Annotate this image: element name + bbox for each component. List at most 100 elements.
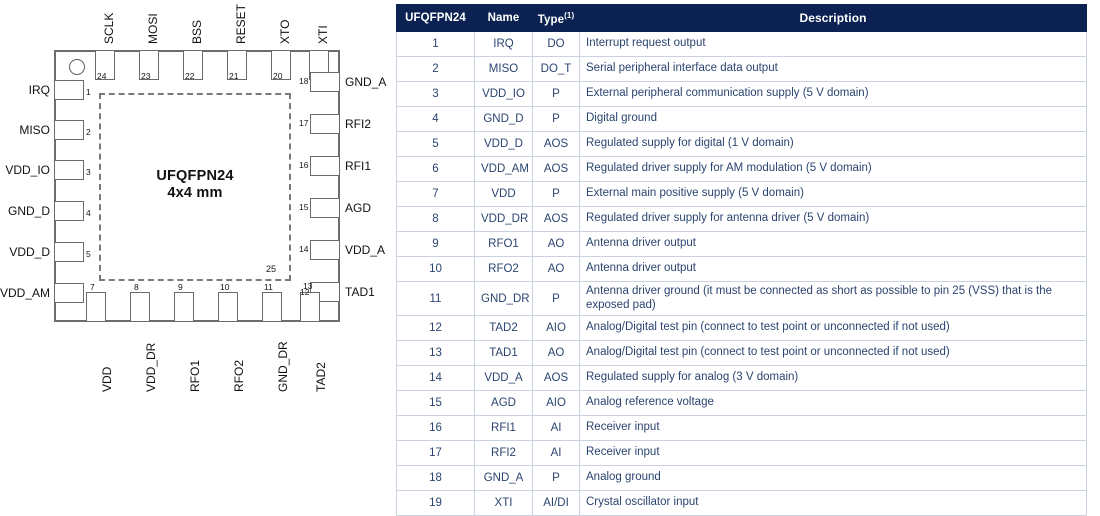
cell-name: VDD_D — [474, 131, 533, 157]
cell-description: Regulated supply for digital (1 V domain… — [579, 131, 1087, 157]
cell-pin: 16 — [396, 415, 475, 441]
chip-pin-label-18: GND_A — [345, 75, 387, 89]
cell-name: VDD — [474, 181, 533, 207]
chip-pin-number-2: 2 — [86, 127, 91, 137]
cell-type: AOS — [532, 156, 580, 182]
chip-pin-label-2: MISO — [19, 123, 50, 137]
column-header-name: Name — [474, 4, 533, 32]
chip-pin-number-16: 16 — [299, 160, 309, 170]
chip-pin-number-17: 17 — [299, 118, 309, 128]
cell-pin: 3 — [396, 81, 475, 107]
cell-name: AGD — [474, 390, 533, 416]
cell-type: AOS — [532, 131, 580, 157]
exposed-pad-dashed-outline — [99, 93, 291, 281]
cell-name: VDD_AM — [474, 156, 533, 182]
cell-type: P — [532, 81, 580, 107]
chip-pin-5 — [54, 242, 84, 262]
chip-pin-label-4: GND_D — [7, 204, 50, 218]
chip-pin-number-21: 21 — [229, 71, 239, 81]
cell-type: P — [532, 465, 580, 491]
chip-pin-number-10: 10 — [220, 282, 230, 292]
cell-pin: 13 — [396, 340, 475, 366]
cell-description: Antenna driver output — [579, 231, 1087, 257]
pin1-orientation-dot-icon — [69, 59, 85, 75]
cell-description: Receiver input — [579, 415, 1087, 441]
exposed-pad-number: 25 — [266, 264, 277, 274]
cell-name: TAD2 — [474, 315, 533, 341]
cell-description: Digital ground — [579, 106, 1087, 132]
cell-type: AOS — [532, 365, 580, 391]
cell-name: VDD_A — [474, 365, 533, 391]
chip-pin-16 — [310, 156, 340, 176]
chip-pin-17 — [310, 114, 340, 134]
chip-pin-label-24: SCLK — [102, 12, 116, 44]
cell-name: VDD_IO — [474, 81, 533, 107]
chip-pin-2 — [54, 120, 84, 140]
cell-description: Regulated driver supply for AM modulatio… — [579, 156, 1087, 182]
cell-pin: 4 — [396, 106, 475, 132]
cell-description: Regulated supply for analog (3 V domain) — [579, 365, 1087, 391]
cell-name: IRQ — [474, 31, 533, 57]
cell-type: AI — [532, 415, 580, 441]
cell-pin: 12 — [396, 315, 475, 341]
cell-description: External peripheral communication supply… — [579, 81, 1087, 107]
chip-pin-label-21: RESET — [234, 3, 248, 44]
chip-pin-number-9: 9 — [178, 282, 183, 292]
cell-description: Crystal oscillator input — [579, 490, 1087, 516]
cell-type: AO — [532, 340, 580, 366]
cell-name: VDD_DR — [474, 206, 533, 232]
chip-pin-number-12: 12 — [300, 287, 310, 297]
cell-type: AO — [532, 231, 580, 257]
cell-name: MISO — [474, 56, 533, 82]
cell-pin: 11 — [396, 281, 475, 316]
cell-type: DO — [532, 31, 580, 57]
cell-name: GND_DR — [474, 281, 533, 316]
column-header-type: Type(1) — [532, 4, 580, 32]
chip-pin-label-5: VDD_D — [9, 245, 50, 259]
table-header-row: UFQFPN24 Name Type(1) Description — [396, 4, 1087, 32]
cell-description: Interrupt request output — [579, 31, 1087, 57]
chip-pin-label-17: RFI2 — [345, 117, 372, 131]
chip-pin-22 — [183, 50, 203, 80]
cell-type: AIO — [532, 315, 580, 341]
chip-pin-9 — [174, 292, 194, 322]
chip-pin-10 — [218, 292, 238, 322]
chip-pin-24 — [95, 50, 115, 80]
chip-pin-number-20: 20 — [273, 71, 283, 81]
chip-body-outline — [54, 50, 340, 322]
cell-type: AOS — [532, 206, 580, 232]
chip-pin-label-8: VDD_DR — [144, 342, 158, 392]
chip-pin-1 — [54, 80, 84, 100]
chip-pin-label-10: RFO2 — [232, 359, 246, 392]
cell-pin: 17 — [396, 440, 475, 466]
cell-pin: 9 — [396, 231, 475, 257]
cell-type: AO — [532, 256, 580, 282]
chip-pin-number-1: 1 — [86, 87, 91, 97]
cell-description: Analog reference voltage — [579, 390, 1087, 416]
chip-pin-label-23: MOSI — [146, 13, 160, 44]
chip-pin-14 — [310, 240, 340, 260]
chip-pin-label-6: VDD_AM — [0, 286, 51, 300]
cell-name: RFO2 — [474, 256, 533, 282]
column-header-description: Description — [579, 4, 1087, 32]
cell-name: GND_D — [474, 106, 533, 132]
cell-name: GND_A — [474, 465, 533, 491]
cell-pin: 10 — [396, 256, 475, 282]
cell-description: Receiver input — [579, 440, 1087, 466]
cell-type: P — [532, 181, 580, 207]
cell-description: External main positive supply (5 V domai… — [579, 181, 1087, 207]
cell-name: TAD1 — [474, 340, 533, 366]
chip-pin-label-16: RFI1 — [345, 159, 372, 173]
